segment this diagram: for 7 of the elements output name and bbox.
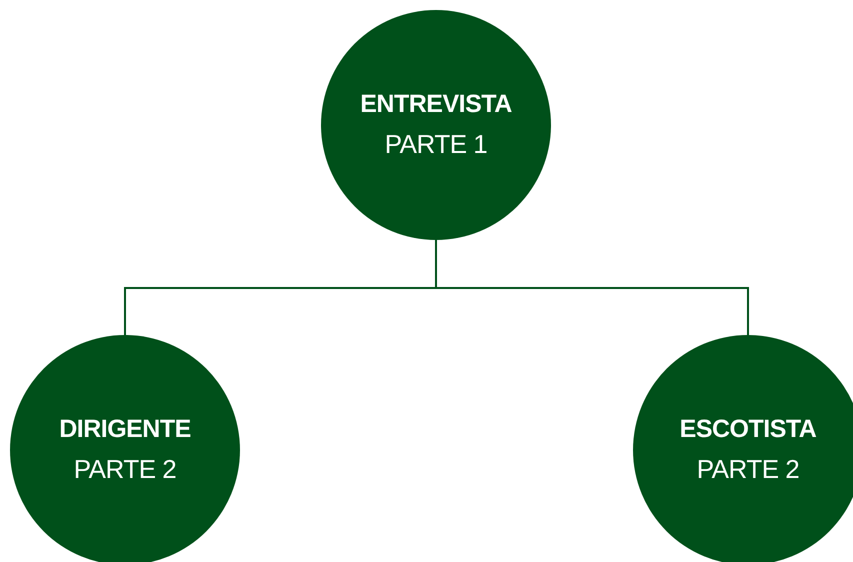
node-subtitle: PARTE 2 xyxy=(74,454,176,485)
connector-line xyxy=(435,240,749,335)
node-subtitle: PARTE 1 xyxy=(384,129,488,160)
node-title: DIRIGENTE xyxy=(59,415,191,444)
node-title: ENTREVISTA xyxy=(360,90,512,119)
node-subtitle: PARTE 2 xyxy=(696,454,800,485)
node-title: ESCOTISTA xyxy=(680,415,816,444)
